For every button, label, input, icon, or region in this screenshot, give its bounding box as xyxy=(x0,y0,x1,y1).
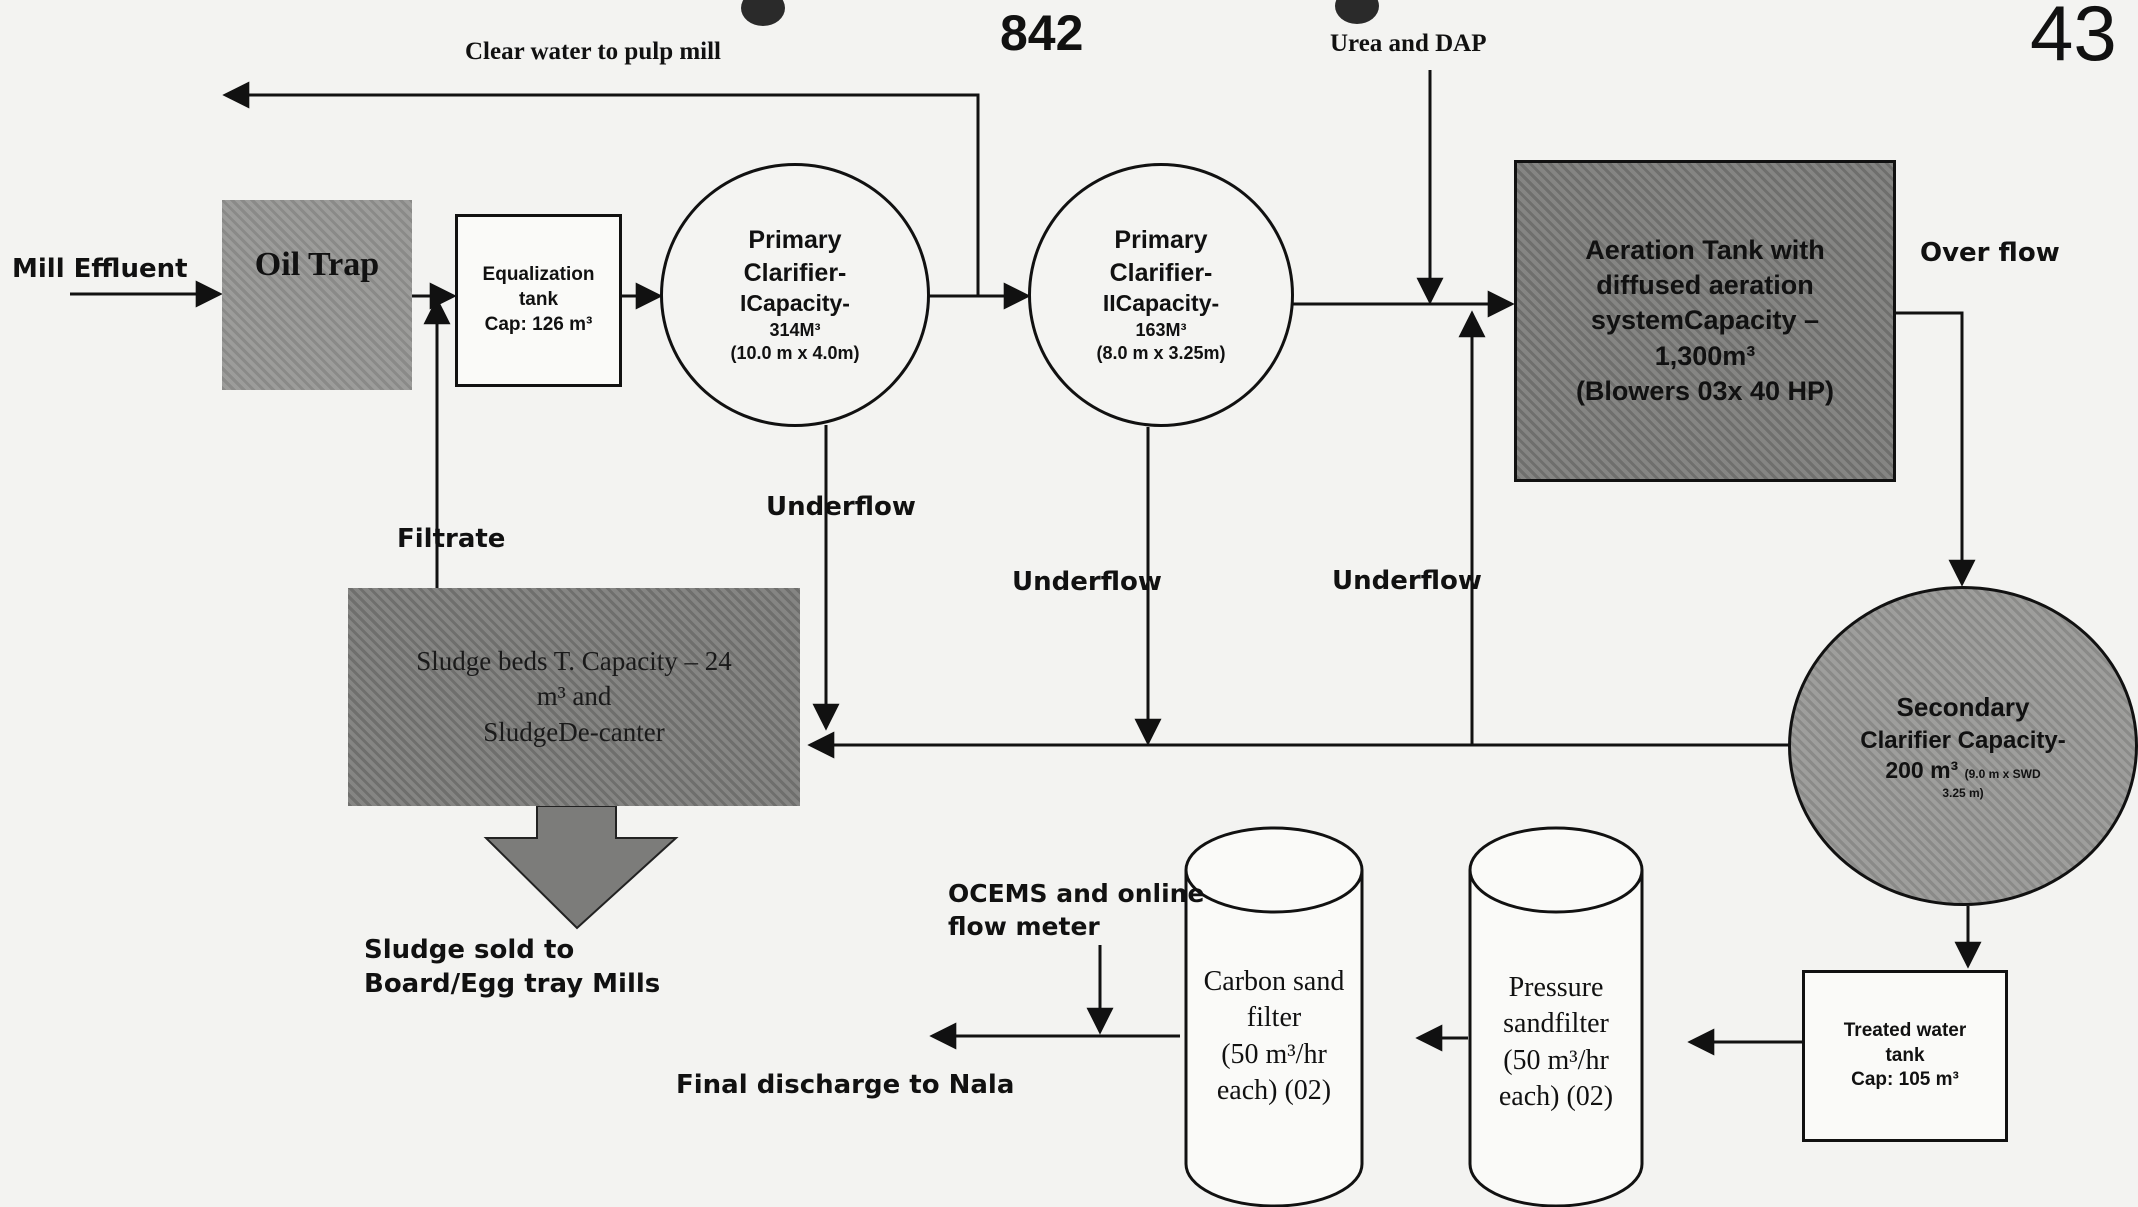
carbon-line1: Carbon sand xyxy=(1203,966,1345,997)
primary-clarifier-2: Primary Clarifier- IICapacity- 163M³ (8.… xyxy=(1028,163,1294,427)
treated-line1: Treated water xyxy=(1843,1019,1967,1041)
over-flow-label: Over flow xyxy=(1920,238,2060,268)
carbon-filter-text: Carbon sand filter (50 m³/hr each) (02) xyxy=(1186,964,1362,1110)
underflow-label-3: Underflow xyxy=(1332,566,1482,596)
eq-line1: Equalization xyxy=(482,264,595,286)
eq-line3: Cap: 126 m³ xyxy=(484,313,593,335)
carbon-filter-body xyxy=(1184,870,1364,1207)
sludge-sold-label: Sludge sold to Board/Egg tray Mills xyxy=(364,934,660,1002)
pressure-line3: (50 m³/hr xyxy=(1503,1044,1609,1076)
page-number: 842 xyxy=(1000,5,1084,61)
pressure-filter-top xyxy=(1468,826,1644,914)
carbon-line2: filter xyxy=(1246,1002,1302,1034)
pressure-line4: each) (02) xyxy=(1498,1081,1614,1113)
ocems-line1: OCEMS and online xyxy=(948,879,1205,908)
sludge-sold-line2: Board/Egg tray Mills xyxy=(364,968,661,999)
pressure-filter-body xyxy=(1468,870,1644,1207)
oil-trap-label: Oil Trap xyxy=(254,246,380,283)
pressure-line2: sandfilter xyxy=(1503,1008,1609,1040)
primary-clarifier-1: Primary Clarifier- ICapacity- 314M³ (10.… xyxy=(660,163,930,427)
punch-hole-left xyxy=(741,0,785,26)
p2-line1: Primary xyxy=(1114,226,1208,255)
aeration-line5: (Blowers 03x 40 HP) xyxy=(1575,375,1835,406)
aeration-tank: Aeration Tank with diffused aeration sys… xyxy=(1514,160,1896,482)
sludge-beds: Sludge beds T. Capacity – 24 m³ and Slud… xyxy=(348,588,800,806)
corner-number: 43 xyxy=(2030,0,2117,77)
mill-effluent-label: Mill Effluent xyxy=(12,254,188,284)
sec-line1: Secondary xyxy=(1896,691,2030,722)
carbon-filter-top xyxy=(1184,826,1364,914)
p1-line1: Primary xyxy=(748,226,842,255)
ocems-label: OCEMS and online flow meter xyxy=(948,878,1204,943)
oil-trap: Oil Trap xyxy=(222,200,412,390)
secondary-clarifier: Secondary Clarifier Capacity- 200 m³ (9.… xyxy=(1788,586,2138,906)
final-discharge-label: Final discharge to Nala xyxy=(676,1070,1015,1100)
sludge-out-arrow xyxy=(483,805,679,930)
sec-line2: Clarifier Capacity- xyxy=(1860,726,2066,754)
arrow-clear-water xyxy=(222,81,980,296)
p2-line4: 163M³ xyxy=(1135,320,1187,341)
aeration-line2: diffused aeration xyxy=(1596,270,1814,301)
sec-line4: 3.25 m) xyxy=(1942,785,1984,800)
carbon-line4: each) (02) xyxy=(1216,1075,1332,1107)
urea-dap-label: Urea and DAP xyxy=(1330,30,1487,57)
treated-water-tank: Treated water tank Cap: 105 m³ xyxy=(1802,970,2008,1142)
sludge-sold-line1: Sludge sold to xyxy=(364,935,575,965)
aeration-line4: 1,300m³ xyxy=(1654,340,1756,371)
sludge-line1: Sludge beds T. Capacity – 24 xyxy=(416,646,732,677)
eq-line2: tank xyxy=(518,289,559,311)
p2-line2: Clarifier- xyxy=(1109,258,1213,287)
filtrate-label: Filtrate xyxy=(397,524,506,554)
p2-line5: (8.0 m x 3.25m) xyxy=(1096,343,1226,364)
sludge-line2: m³ and xyxy=(536,681,612,712)
p1-line4: 314M³ xyxy=(769,320,821,341)
ocems-line2: flow meter xyxy=(948,911,1100,941)
underflow-label-2: Underflow xyxy=(1012,567,1162,597)
pressure-line1: Pressure xyxy=(1508,972,1604,1003)
pressure-filter-text: Pressure sandfilter (50 m³/hr each) (02) xyxy=(1470,970,1642,1116)
punch-hole-right xyxy=(1335,0,1379,24)
carbon-line3: (50 m³/hr xyxy=(1221,1038,1327,1070)
sec-line3-small: (9.0 m x SWD xyxy=(1964,766,2041,781)
clear-water-label: Clear water to pulp mill xyxy=(465,38,722,65)
sludge-line3: SludgeDe-canter xyxy=(483,716,665,747)
underflow-label-1: Underflow xyxy=(766,492,916,522)
treated-line2: tank xyxy=(1885,1044,1925,1066)
p1-line2: Clarifier- xyxy=(743,258,847,287)
p2-line3: IICapacity- xyxy=(1102,290,1220,317)
p1-line5: (10.0 m x 4.0m) xyxy=(730,343,860,364)
aeration-line1: Aeration Tank with xyxy=(1585,235,1825,266)
arrow-aeration-to-secondary xyxy=(1895,311,1976,587)
aeration-line3: systemCapacity – xyxy=(1590,305,1820,336)
equalization-tank: Equalization tank Cap: 126 m³ xyxy=(455,214,622,387)
sec-line3: 200 m³ xyxy=(1885,756,1959,783)
p1-line3: ICapacity- xyxy=(740,290,850,317)
treated-line3: Cap: 105 m³ xyxy=(1851,1069,1959,1091)
